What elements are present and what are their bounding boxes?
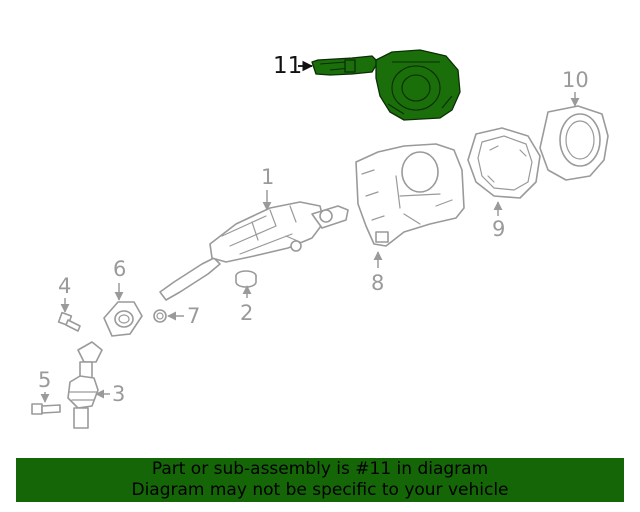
part-4-bolt bbox=[57, 311, 81, 332]
callout-2: 2 bbox=[240, 301, 253, 325]
callout-1: 1 bbox=[261, 165, 274, 189]
callout-9: 9 bbox=[492, 217, 505, 241]
part-10-shroud-cap bbox=[539, 105, 609, 181]
callout-6: 6 bbox=[113, 257, 126, 281]
banner-line-1: Part or sub-assembly is #11 in diagram bbox=[151, 459, 489, 479]
part-9-bezel bbox=[467, 127, 541, 199]
callout-5: 5 bbox=[38, 368, 51, 392]
callout-10: 10 bbox=[562, 68, 589, 92]
part-8-column-housing bbox=[355, 143, 465, 247]
callout-4: 4 bbox=[58, 274, 71, 298]
part-1-steering-column bbox=[159, 201, 349, 301]
part-6-bearing-plate bbox=[103, 301, 143, 337]
part-3-intermediate-shaft bbox=[67, 341, 103, 429]
banner-line-2: Diagram may not be specific to your vehi… bbox=[131, 480, 509, 500]
part-7-washer bbox=[153, 309, 167, 323]
part-11-clockspring[interactable] bbox=[311, 49, 461, 121]
part-2-bushing bbox=[235, 270, 257, 288]
part-5-bolt bbox=[31, 403, 61, 415]
callout-8: 8 bbox=[371, 271, 384, 295]
disclaimer-banner: Part or sub-assembly is #11 in diagram D… bbox=[16, 458, 624, 502]
callout-3: 3 bbox=[112, 382, 125, 406]
callout-7: 7 bbox=[187, 304, 200, 328]
callout-11: 11 bbox=[273, 53, 302, 79]
